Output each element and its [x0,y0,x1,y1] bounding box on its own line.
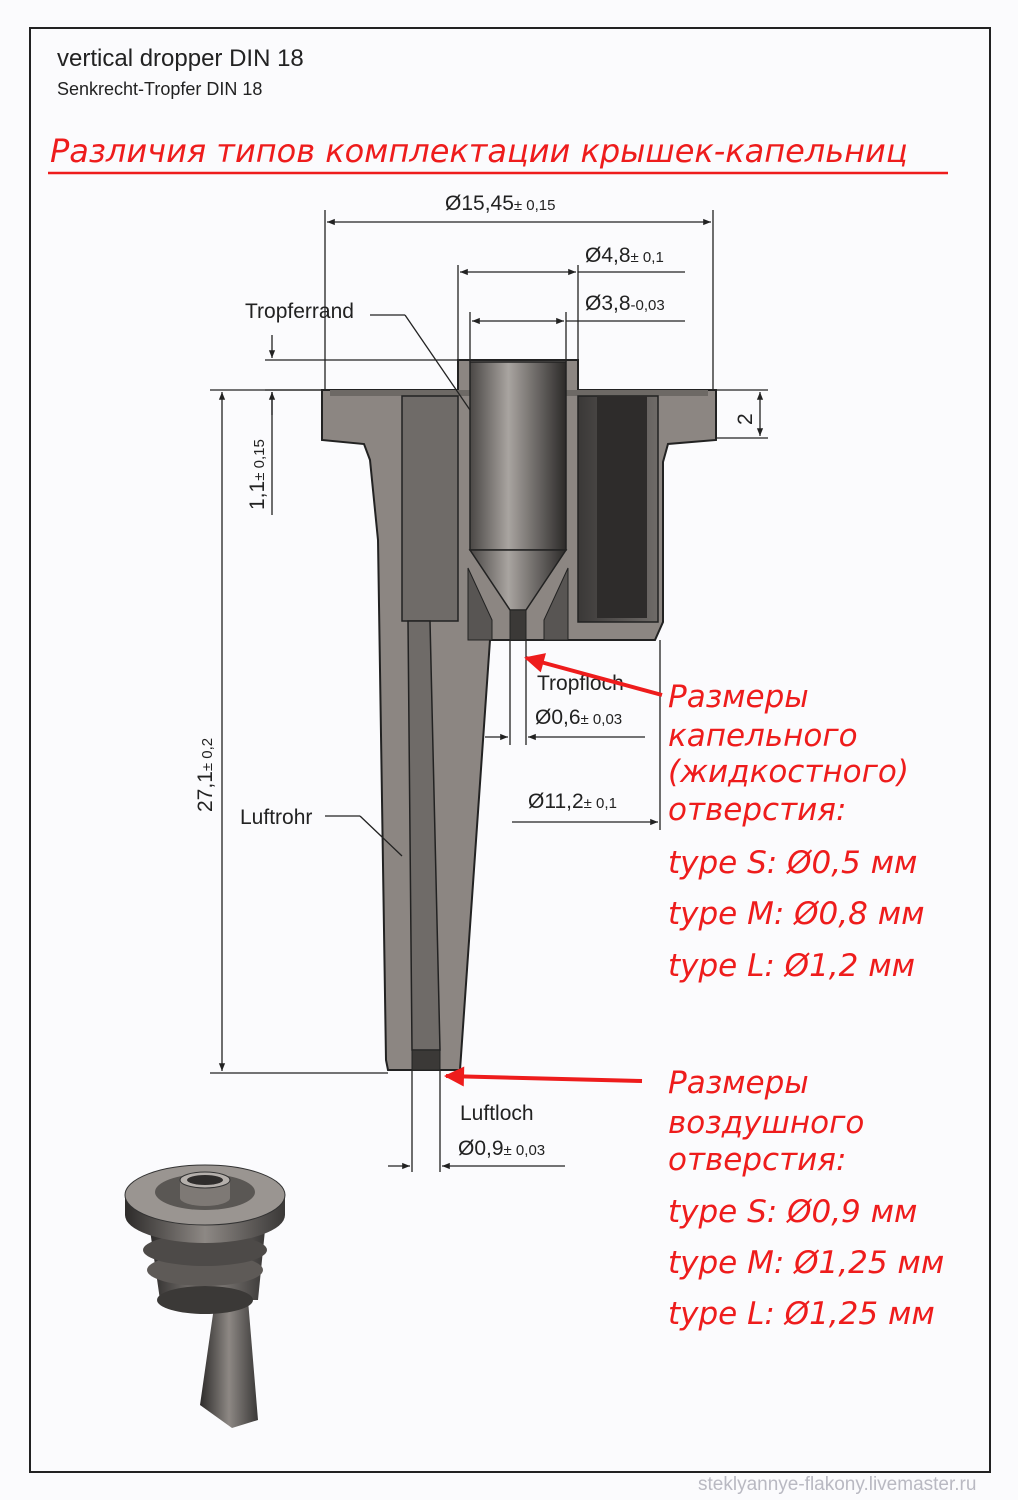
dim-flange-height: 2 [734,413,757,425]
liquid-hole-annotation: Размеры капельного (жидкостного) отверст… [668,679,924,984]
svg-text:Размеры: Размеры [668,679,809,715]
label-tropferrand: Tropferrand [245,300,354,323]
dim-body-diameter: Ø11,2± 0,1 [528,790,617,813]
title: vertical dropper DIN 18 [57,45,304,72]
svg-text:(жидкостного): (жидкостного) [668,754,909,790]
svg-text:отверстия:: отверстия: [668,1142,846,1178]
dim-tip-outer-diameter: Ø4,8± 0,1 [585,244,664,267]
dim-air-hole: Ø0,9± 0,03 [458,1137,545,1160]
liquid-type-l: type L: Ø1,2 мм [668,948,915,984]
dim-total-length: 27,1± 0,2 [194,738,217,812]
svg-text:отверстия:: отверстия: [668,792,846,828]
drawing-frame [29,27,991,1473]
dim-outer-diameter: Ø15,45± 0,15 [445,192,556,215]
dimension-lines [210,210,768,1172]
dim-drop-hole: Ø0,6± 0,03 [535,706,622,729]
liquid-type-s: type S: Ø0,5 мм [668,845,917,881]
dropper-cross-section [321,359,717,1071]
red-arrow-air-hole [444,1066,643,1087]
air-type-s: type S: Ø0,9 мм [668,1194,917,1230]
air-hole-annotation: Размеры воздушного отверстия: type S: Ø0… [668,1065,944,1332]
dim-rim-height: 1,1± 0,15 [246,439,269,510]
dim-tip-inner-diameter: Ø3,8-0,03 [585,292,665,315]
dropper-3d-render [124,1164,286,1428]
svg-text:Размеры: Размеры [668,1065,809,1101]
watermark: steklyannye-flakony.livemaster.ru [698,1474,976,1495]
air-type-m: type M: Ø1,25 мм [668,1245,944,1281]
red-title: Различия типов комплектации крышек-капел… [50,132,908,170]
svg-text:капельного: капельного [668,718,858,754]
svg-text:воздушного: воздушного [668,1105,864,1141]
red-arrow-drop-hole [524,653,663,697]
air-type-l: type L: Ø1,25 мм [668,1296,935,1332]
label-tropfloch: Tropfloch [537,672,624,695]
liquid-type-m: type M: Ø0,8 мм [668,896,924,932]
label-luftloch: Luftloch [460,1102,534,1125]
label-luftrohr: Luftrohr [240,806,312,829]
subtitle: Senkrecht-Tropfer DIN 18 [57,79,262,99]
